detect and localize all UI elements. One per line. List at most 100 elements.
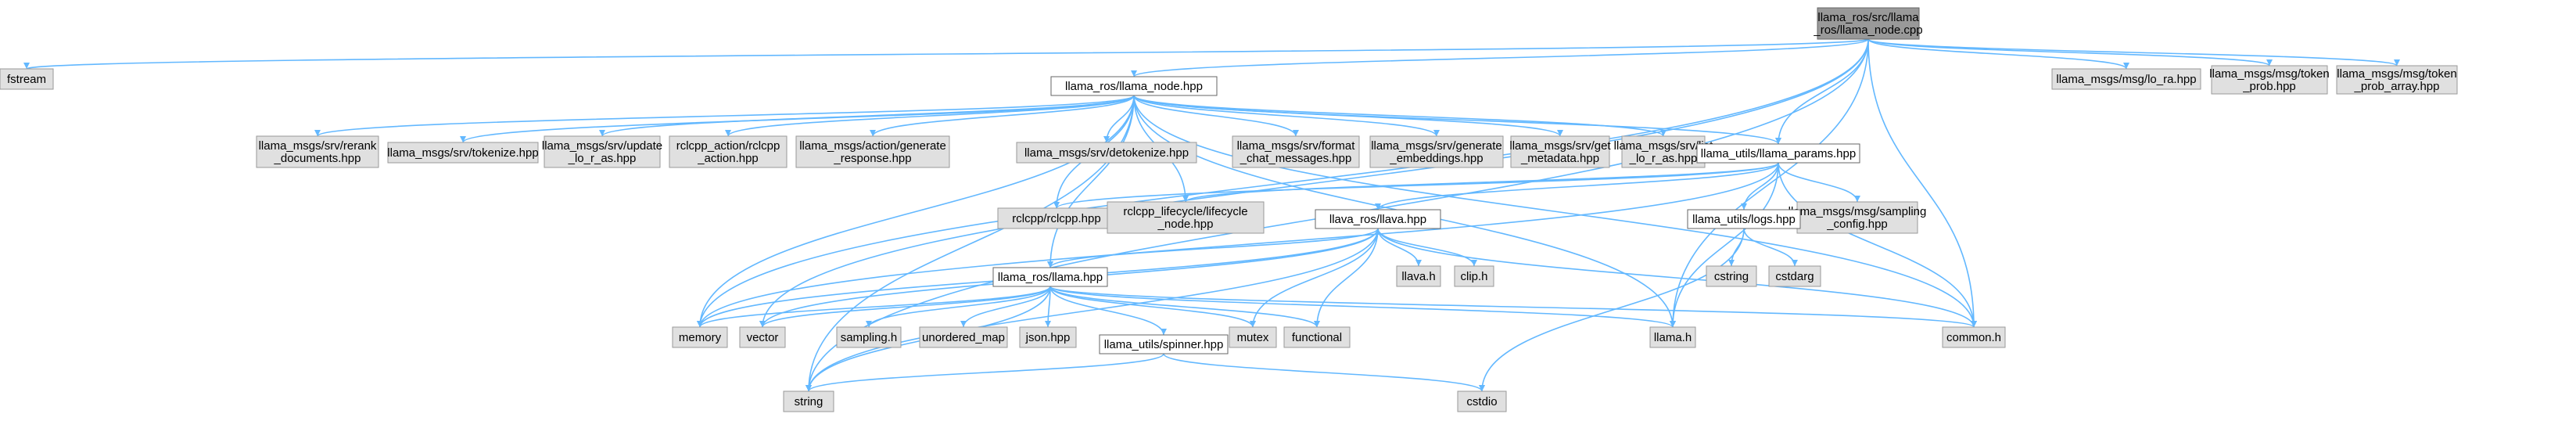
node-get-metadata[interactable]: llama_msgs/srv/get_metadata.hpp	[1509, 135, 1611, 168]
node-label: _metadata.hpp	[1520, 152, 1599, 165]
node-cstdarg[interactable]: cstdarg	[1768, 265, 1821, 287]
node-detokenize[interactable]: llama_msgs/srv/detokenize.hpp	[1016, 142, 1197, 164]
node-box	[919, 326, 1008, 348]
node-label: llama_msgs/srv/rerank	[259, 139, 377, 153]
edge-llama_hpp-to-mutex	[1049, 286, 1254, 328]
edge-spinner-to-string	[808, 353, 1164, 392]
edge-llama_hpp-to-memory	[699, 286, 1051, 328]
node-box	[1232, 135, 1360, 168]
edge-llama_node_hpp-to-rerank	[317, 95, 1135, 137]
node-rclcpp-action[interactable]: rclcpp_action/rclcpp_action.hpp	[669, 135, 788, 168]
node-token-prob-array[interactable]: llama_msgs/msg/token_prob_array.hpp	[2336, 65, 2458, 95]
node-vector[interactable]: vector	[739, 326, 786, 348]
node-label: llama_msgs/srv/format	[1237, 139, 1356, 153]
node-format-chat[interactable]: llama_msgs/srv/format_chat_messages.hpp	[1232, 135, 1360, 168]
node-label: json.hpp	[1025, 331, 1071, 344]
node-functional[interactable]: functional	[1283, 326, 1351, 348]
node-sampling-config[interactable]: llama_msgs/msg/sampling_config.hpp	[1788, 201, 1927, 234]
node-rerank[interactable]: llama_msgs/srv/rerank_documents.hpp	[256, 135, 379, 168]
node-rclcpp[interactable]: rclcpp/rclcpp.hpp	[997, 207, 1116, 229]
arrowhead-spinner-to-cstdio	[1479, 385, 1485, 391]
node-root[interactable]: llama_ros/src/llama_ros/llama_node.cpp	[1813, 7, 1923, 40]
node-llama-node-hpp[interactable]: llama_ros/llama_node.hpp	[1050, 76, 1218, 96]
node-json-hpp[interactable]: json.hpp	[1019, 326, 1077, 348]
node-label: cstdio	[1466, 395, 1497, 408]
edge-llama_node_hpp-to-generate_response	[872, 95, 1135, 137]
node-logs[interactable]: llama_utils/logs.hpp	[1687, 209, 1801, 229]
node-box	[1050, 76, 1218, 96]
node-lifecycle[interactable]: rclcpp_lifecycle/lifecycle_node.hpp	[1107, 201, 1265, 234]
arrowhead-llama_hpp-to-vector	[759, 321, 766, 327]
node-llama-h[interactable]: llama.h	[1649, 326, 1696, 348]
arrowhead-llama_node_hpp-to-llama_params	[1775, 138, 1781, 144]
node-sampling-h[interactable]: sampling.h	[836, 326, 902, 348]
edge-llama_hpp-to-common_h	[1049, 286, 1975, 328]
node-cstdio[interactable]: cstdio	[1457, 390, 1507, 412]
node-spinner[interactable]: llama_utils/spinner.hpp	[1099, 334, 1229, 354]
edge-llava_hpp-to-clip_h	[1377, 228, 1475, 267]
node-label: _config.hpp	[1826, 218, 1888, 231]
node-box	[1315, 209, 1441, 229]
arrowhead-llama_hpp-to-spinner	[1161, 329, 1167, 335]
node-label: _lo_r_as.hpp	[568, 152, 637, 165]
edge-llama_params-to-common_h	[1778, 162, 1975, 328]
node-llava-h[interactable]: llava.h	[1396, 265, 1441, 287]
edge-llama_node_hpp-to-gen_embeddings	[1133, 95, 1437, 137]
edge-root-to-vector	[762, 38, 1869, 328]
node-box	[1687, 209, 1801, 229]
node-label: string	[795, 395, 823, 408]
arrowhead-llama_hpp-to-memory	[697, 321, 703, 327]
arrowhead-llama_hpp-to-llama_h	[1670, 321, 1676, 327]
node-label: llama.h	[1654, 331, 1692, 344]
node-box	[1696, 143, 1860, 164]
node-llama-params[interactable]: llama_utils/llama_params.hpp	[1696, 143, 1860, 164]
arrowhead-root-to-lora	[2123, 63, 2129, 69]
node-label: llama_msgs/msg/token	[2337, 67, 2456, 81]
node-label: llama_msgs/srv/update	[542, 139, 662, 153]
node-mutex[interactable]: mutex	[1229, 326, 1277, 348]
arrowhead-llama_hpp-to-common_h	[1971, 321, 1977, 327]
node-label: llama_ros/llama_node.hpp	[1065, 80, 1203, 93]
node-box	[1942, 326, 2006, 348]
node-box	[1019, 326, 1077, 348]
node-box	[2336, 65, 2458, 95]
node-memory[interactable]: memory	[672, 326, 728, 348]
node-tokenize[interactable]: llama_msgs/srv/tokenize.hpp	[387, 142, 539, 164]
node-box	[1457, 390, 1507, 412]
node-box	[795, 135, 950, 168]
node-list-loras[interactable]: llama_msgs/srv/list_lo_r_as.hpp	[1614, 135, 1714, 168]
node-update-loras[interactable]: llama_msgs/srv/update_lo_r_as.hpp	[542, 135, 662, 168]
node-label: memory	[679, 331, 722, 344]
node-llava-hpp[interactable]: llava_ros/llava.hpp	[1315, 209, 1441, 229]
node-generate-response[interactable]: llama_msgs/action/generate_response.hpp	[795, 135, 950, 168]
arrowhead-llama_hpp-to-sampling_h	[866, 321, 872, 327]
node-box	[1229, 326, 1277, 348]
node-token-prob[interactable]: llama_msgs/msg/token_prob.hpp	[2209, 65, 2330, 95]
node-lora[interactable]: llama_msgs/msg/lo_ra.hpp	[2051, 68, 2201, 90]
node-box	[1510, 135, 1610, 168]
node-box	[387, 142, 539, 164]
node-gen-embeddings[interactable]: llama_msgs/srv/generate_embeddings.hpp	[1369, 135, 1504, 168]
node-clip-h[interactable]: clip.h	[1454, 265, 1494, 287]
node-fstream[interactable]: fstream	[0, 68, 54, 90]
node-unordered-map[interactable]: unordered_map	[919, 326, 1008, 348]
node-cstring[interactable]: cstring	[1706, 265, 1757, 287]
node-llama-hpp[interactable]: llama_ros/llama.hpp	[992, 267, 1108, 287]
edge-llava_hpp-to-mutex	[1252, 228, 1379, 328]
node-box	[836, 326, 902, 348]
arrowhead-llama_params-to-logs	[1741, 203, 1747, 210]
node-common-h[interactable]: common.h	[1942, 326, 2006, 348]
node-label: rclcpp_action/rclcpp	[676, 139, 780, 153]
arrowhead-llama_params-to-sampling_config	[1854, 196, 1860, 202]
node-label: llama_msgs/action/generate	[799, 139, 946, 153]
node-label: cstdarg	[1775, 270, 1814, 283]
node-label: _lo_r_as.hpp	[1629, 152, 1698, 165]
node-label: llama_utils/llama_params.hpp	[1701, 147, 1856, 160]
arrowhead-llama_hpp-to-unordered_map	[960, 321, 967, 327]
node-box	[1396, 265, 1441, 287]
node-string[interactable]: string	[783, 390, 834, 412]
node-label: functional	[1292, 331, 1342, 344]
node-label: llama_ros/src/llama	[1817, 11, 1919, 24]
edge-root-to-memory	[699, 38, 1869, 328]
